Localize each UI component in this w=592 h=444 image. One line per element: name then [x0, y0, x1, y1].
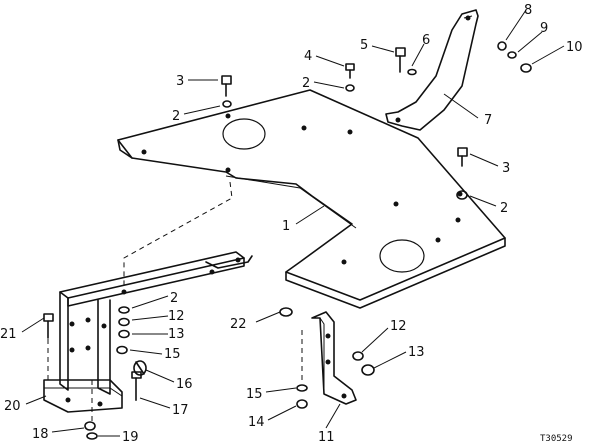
washer-stack-2 — [118, 317, 130, 327]
callout-washer-top: 2 — [302, 76, 310, 91]
callout-bolt-left-bracket: 21 — [0, 327, 17, 342]
callout-nut-base: 18 — [32, 427, 49, 442]
callout-nut-stack: 13 — [168, 327, 185, 342]
callout-plate: 1 — [282, 219, 290, 234]
callout-nut-clip: 22 — [230, 317, 247, 332]
leader-lines — [21, 9, 565, 437]
arm — [385, 9, 479, 131]
callout-clip: 16 — [176, 377, 193, 392]
callout-washer-lower-right: 12 — [390, 319, 407, 334]
washer-top-center — [345, 84, 355, 92]
callout-screw: 4 — [304, 49, 312, 64]
callout-washer-bracket: 2 — [170, 291, 178, 306]
lockwasher-stack — [116, 345, 128, 355]
bolt-top — [395, 47, 406, 73]
callout-lockwasher-stack: 15 — [164, 347, 181, 362]
lockwasher-top — [407, 68, 417, 76]
callout-washer-stack: 12 — [168, 309, 185, 324]
callout-nut-lower: 14 — [248, 415, 265, 430]
lockwasher-top-right — [507, 51, 517, 59]
callout-labels: 1 2 3 4 2 5 6 7 8 9 10 3 2 2 12 13 15 16… — [0, 3, 583, 444]
callout-bolt-lower: 17 — [172, 403, 189, 418]
callout-nut-lower-right: 13 — [408, 345, 425, 360]
callout-arm: 7 — [484, 113, 492, 128]
washer-right — [456, 190, 468, 200]
bolt-right — [457, 147, 468, 167]
mounting-plate — [117, 89, 506, 309]
washer-base — [86, 432, 98, 440]
lower-bracket — [311, 311, 357, 405]
bolt-lower — [131, 371, 142, 401]
callout-lockwasher-top-right: 9 — [540, 21, 548, 36]
callout-lower-bracket: 11 — [318, 430, 335, 444]
callout-bolt-left: 3 — [176, 74, 184, 89]
callout-washer-left: 2 — [172, 109, 180, 124]
nut-clip — [279, 307, 293, 317]
washer-stack — [118, 306, 130, 314]
washer-lower-right — [352, 351, 364, 361]
lockwasher-lower — [296, 384, 308, 392]
callout-washer-top-right: 8 — [524, 3, 532, 18]
callout-bolt-top: 5 — [360, 38, 368, 53]
washer-left-top — [222, 100, 232, 108]
callout-lockwasher-lower: 15 — [246, 387, 263, 402]
nut-lower-right — [361, 364, 375, 376]
callout-nut-top-right: 10 — [566, 40, 583, 55]
clip — [133, 360, 147, 376]
bolt-left — [43, 313, 54, 339]
nut-top-right — [520, 63, 532, 73]
cross-bar — [59, 251, 253, 307]
nut-base — [84, 421, 96, 431]
washer-top-right — [497, 41, 507, 51]
callout-washer-right: 2 — [500, 201, 508, 216]
callout-bolt-right: 3 — [502, 161, 510, 176]
screw-top — [345, 63, 355, 79]
callout-washer-base: 19 — [122, 430, 139, 444]
nut-stack — [118, 329, 130, 339]
nut-lower — [296, 399, 308, 409]
callout-base-bracket: 20 — [4, 399, 21, 414]
base-bracket — [43, 291, 123, 413]
bolt-left-top — [221, 75, 232, 97]
callout-lockwasher-top: 6 — [422, 33, 430, 48]
drawing-code: T30529 — [540, 434, 573, 444]
